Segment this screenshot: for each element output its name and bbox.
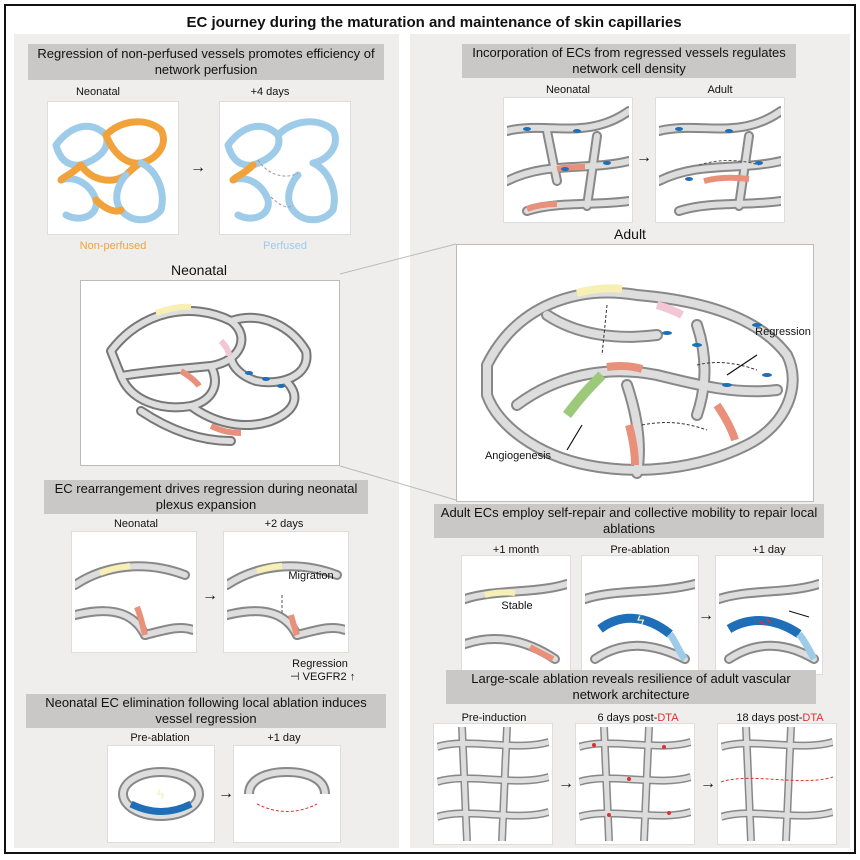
figure-frame: EC journey during the maturation and mai… xyxy=(4,4,856,854)
nonperfused-text: Non-perfused xyxy=(79,240,147,252)
six-days-prefix: 6 days post- xyxy=(597,712,658,724)
right-s3-18days xyxy=(718,724,836,844)
r-s3-pre-svg xyxy=(437,727,549,841)
left-s3-arrow: → xyxy=(218,785,234,802)
eighteen-days-prefix: 18 days post- xyxy=(736,712,803,724)
left-s2-regression-label: Regression xyxy=(292,658,348,670)
right-s3-label-18days: 18 days post-DTA xyxy=(716,712,844,724)
right-adult-big-label: Adult xyxy=(614,226,646,242)
left-s3-plus1 xyxy=(234,746,340,842)
neonatal-detail-svg xyxy=(106,303,312,446)
right-s2-arrow: → xyxy=(698,607,714,624)
s2-neonatal-svg xyxy=(75,561,193,640)
migration-label: Migration xyxy=(288,570,334,582)
left-s2-arrow: → xyxy=(202,587,218,604)
left-s1-label-neonatal: Neonatal xyxy=(75,86,121,98)
s3-plus1-svg xyxy=(244,766,330,812)
left-neonatal-big-label: Neonatal xyxy=(170,262,228,278)
left-section3-header: Neonatal EC elimination following local … xyxy=(26,694,386,728)
right-s2-plus1 xyxy=(716,556,822,674)
right-section3-header: Large-scale ablation reveals resilience … xyxy=(446,670,816,704)
r-s1-adult-svg xyxy=(659,106,781,216)
left-s1-label-plus4: +4 days xyxy=(250,86,290,98)
left-s3-label-preablation: Pre-ablation xyxy=(130,732,190,744)
left-s2-plus2-network xyxy=(224,532,348,652)
right-s2-label-plus1: +1 day xyxy=(752,544,786,556)
right-s1-adult xyxy=(656,98,784,222)
lightning-icon: ϟ xyxy=(157,786,165,802)
right-s2-label-preablation: Pre-ablation xyxy=(610,544,670,556)
right-s3-6days xyxy=(576,724,694,844)
angiogenesis-label: Angiogenesis xyxy=(484,450,552,462)
left-section1-header: Regression of non-perfused vessels promo… xyxy=(28,44,384,80)
figure-title: EC journey during the maturation and mai… xyxy=(186,14,682,31)
left-s1-legend-nonperfused: Non-perfused xyxy=(48,240,178,252)
adult-detail-svg xyxy=(481,284,799,479)
lightning-icon-2: ϟ xyxy=(637,612,645,628)
left-s1-arrow: → xyxy=(190,159,206,176)
right-s2-label-1month: +1 month xyxy=(492,544,540,556)
left-s3-label-plus1: +1 day xyxy=(267,732,301,744)
left-s3-preablation: ϟ xyxy=(108,746,214,842)
left-s2-label-neonatal: Neonatal xyxy=(113,518,159,530)
right-adult-detail xyxy=(456,244,814,502)
adult-regression-label: Regression xyxy=(755,326,811,338)
left-neonatal-detail xyxy=(80,280,340,466)
right-s3-arrow-2: → xyxy=(700,775,716,792)
right-s3-preinduction xyxy=(434,724,552,844)
right-s1-label-adult: Adult xyxy=(707,84,733,96)
perfused-text: Perfused xyxy=(262,240,308,252)
right-s3-label-6days: 6 days post-DTA xyxy=(574,712,702,724)
s3-preablation-svg: ϟ xyxy=(118,767,204,821)
right-s2-1month xyxy=(462,556,570,674)
right-section2-header: Adult ECs employ self-repair and collect… xyxy=(434,504,824,538)
connector-lines xyxy=(339,243,457,501)
r-s2-1month-svg xyxy=(465,579,567,664)
right-s1-arrow: → xyxy=(636,149,652,166)
s2-plus2-svg xyxy=(227,561,345,640)
left-s2-label-plus2: +2 days xyxy=(264,518,304,530)
network-mixed-svg xyxy=(52,118,167,224)
left-s1-legend-perfused: Perfused xyxy=(220,240,350,252)
r-s2-plus1-svg xyxy=(719,579,819,664)
right-s2-preablation: ϟ xyxy=(582,556,698,674)
left-s1-plus4-network xyxy=(220,102,350,234)
r-s3-6days-svg xyxy=(579,727,691,841)
right-panel: Incorporation of ECs from regressed vess… xyxy=(410,34,850,848)
vegfr2-text: VEGFR2 xyxy=(302,671,347,683)
dta-18days: DTA xyxy=(802,712,824,724)
right-section1-header: Incorporation of ECs from regressed vess… xyxy=(462,44,796,78)
left-s2-neonatal-network xyxy=(72,532,196,652)
dta-6days: DTA xyxy=(657,712,679,724)
r-s3-18days-svg xyxy=(721,727,833,841)
right-s3-arrow-1: → xyxy=(558,775,574,792)
r-s2-preablation-svg: ϟ xyxy=(585,579,695,664)
right-s1-label-neonatal: Neonatal xyxy=(545,84,591,96)
left-section2-header: EC rearrangement drives regression durin… xyxy=(44,480,368,514)
network-perfused-svg xyxy=(224,118,339,224)
right-s3-label-preinduction: Pre-induction xyxy=(461,712,527,724)
r-s1-neonatal-svg xyxy=(507,106,629,216)
right-s1-neonatal xyxy=(504,98,632,222)
stable-label: Stable xyxy=(501,600,533,612)
left-s1-neonatal-network xyxy=(48,102,178,234)
left-panel: Regression of non-perfused vessels promo… xyxy=(14,34,399,848)
